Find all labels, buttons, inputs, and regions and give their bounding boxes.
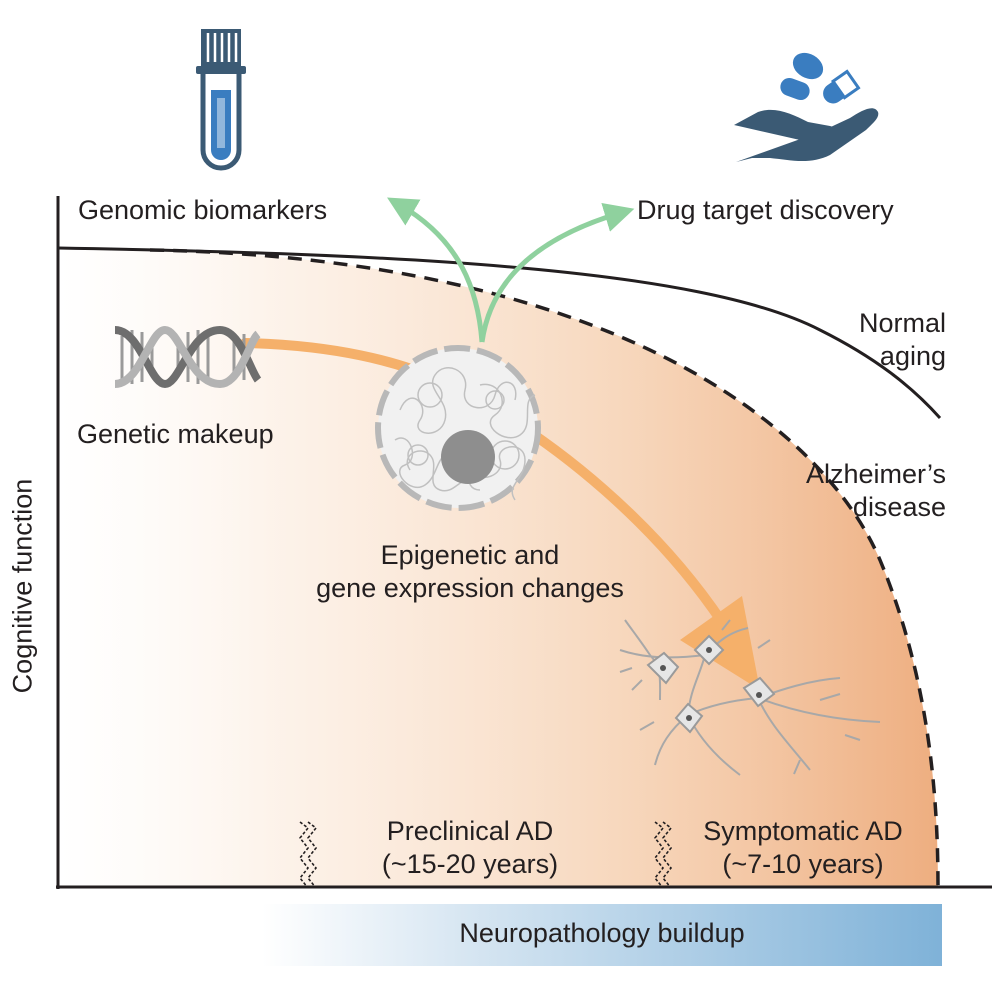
neuropathology-buildup-bar: Neuropathology buildup — [262, 904, 942, 966]
epigenetic-line2: gene expression changes — [316, 573, 624, 603]
neuropathology-buildup-label: Neuropathology buildup — [459, 918, 745, 948]
alzheimers-region — [58, 248, 938, 887]
normal-aging-line2: aging — [879, 341, 946, 371]
pathway-arrowhead — [680, 596, 760, 690]
symptomatic-line1: Symptomatic AD — [703, 816, 903, 846]
epigenetic-line1: Epigenetic and — [380, 540, 560, 570]
preclinical-line1: Preclinical AD — [386, 816, 554, 846]
symptomatic-ad-label: Symptomatic AD (~7-10 years) — [668, 815, 938, 881]
arrow-to-drug-target — [479, 202, 635, 343]
arrow-to-genomic-biomarkers — [387, 197, 485, 343]
genetic-makeup-label: Genetic makeup — [77, 419, 274, 449]
alzheimers-curve — [149, 248, 940, 888]
neurons-icon — [619, 619, 881, 776]
preclinical-line2: (~15-20 years) — [381, 849, 559, 879]
break-mark-symptomatic — [653, 821, 673, 889]
alzheimers-line2: disease — [852, 492, 946, 522]
epigenetic-label: Epigenetic and gene expression changes — [280, 539, 660, 605]
test-tube-icon — [196, 29, 246, 171]
break-mark-preclinical — [298, 821, 318, 889]
drug-target-discovery-label: Drug target discovery — [637, 195, 894, 225]
hand-pills-icon — [734, 52, 879, 162]
alzheimers-line1: Alzheimer’s — [805, 459, 946, 489]
cell-nucleus-icon — [375, 345, 541, 511]
symptomatic-line2: (~7-10 years) — [722, 849, 884, 879]
genomic-biomarkers-label: Genomic biomarkers — [78, 195, 328, 225]
normal-aging-label: Normal aging — [859, 307, 946, 373]
preclinical-ad-label: Preclinical AD (~15-20 years) — [340, 815, 600, 881]
y-axis-label: Cognitive function — [7, 478, 38, 694]
normal-aging-line1: Normal — [858, 308, 946, 338]
alzheimers-disease-label: Alzheimer’s disease — [806, 458, 946, 524]
dna-icon — [114, 325, 262, 389]
normal-aging-curve — [57, 246, 942, 419]
